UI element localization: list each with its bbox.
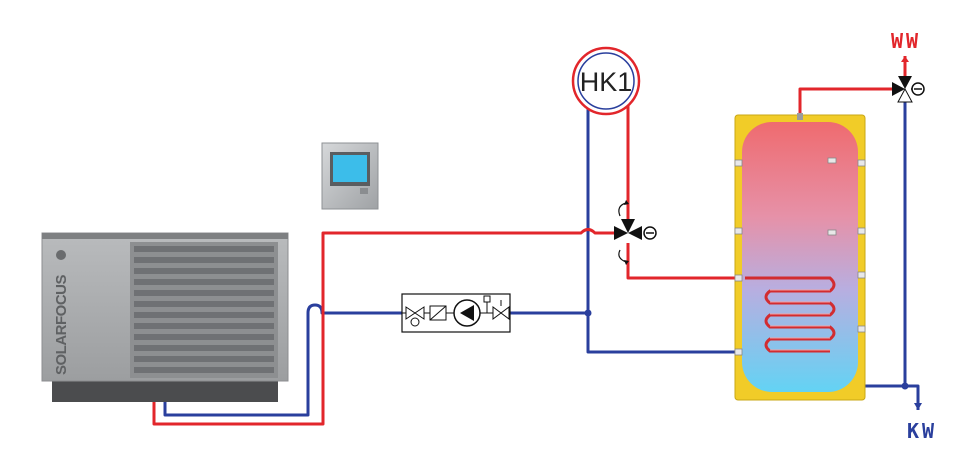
heat-exchanger-coil (745, 276, 836, 353)
heat-pump[interactable]: SOLARFOCUS (41, 232, 289, 402)
heat-pump-grille (134, 246, 274, 373)
supply-pipe-heat-pump (152, 228, 618, 426)
supply-pipes (152, 56, 907, 426)
hk1-label: HK1 (580, 67, 633, 97)
cold-water-arrow-icon (914, 403, 922, 410)
pump-group[interactable] (401, 293, 511, 333)
flow-arrow-icon (618, 202, 627, 217)
hot-water-arrow-icon (901, 56, 909, 62)
mixing-valve[interactable] (614, 200, 657, 265)
brand-logo-icon (56, 250, 66, 260)
thermostatic-mixing-valve[interactable] (892, 76, 925, 103)
cold-water-label: KW (907, 419, 937, 443)
cold-water-line (862, 95, 920, 410)
heating-circuit-hk1[interactable]: HK1 (571, 46, 641, 116)
flow-arrow-icon (618, 249, 627, 263)
return-pipe-tank (510, 311, 745, 354)
supply-pipe-tank (626, 243, 745, 280)
heat-pump-brand: SOLARFOCUS (53, 275, 70, 375)
junction-dot (901, 382, 909, 390)
junction-dot (584, 309, 592, 317)
controller-screen (333, 155, 367, 182)
hot-water-line (798, 87, 892, 115)
sensor-port (734, 157, 866, 356)
hot-water-tank[interactable] (734, 113, 866, 401)
controller-display[interactable] (321, 142, 379, 210)
hot-water-label: WW (891, 29, 921, 53)
